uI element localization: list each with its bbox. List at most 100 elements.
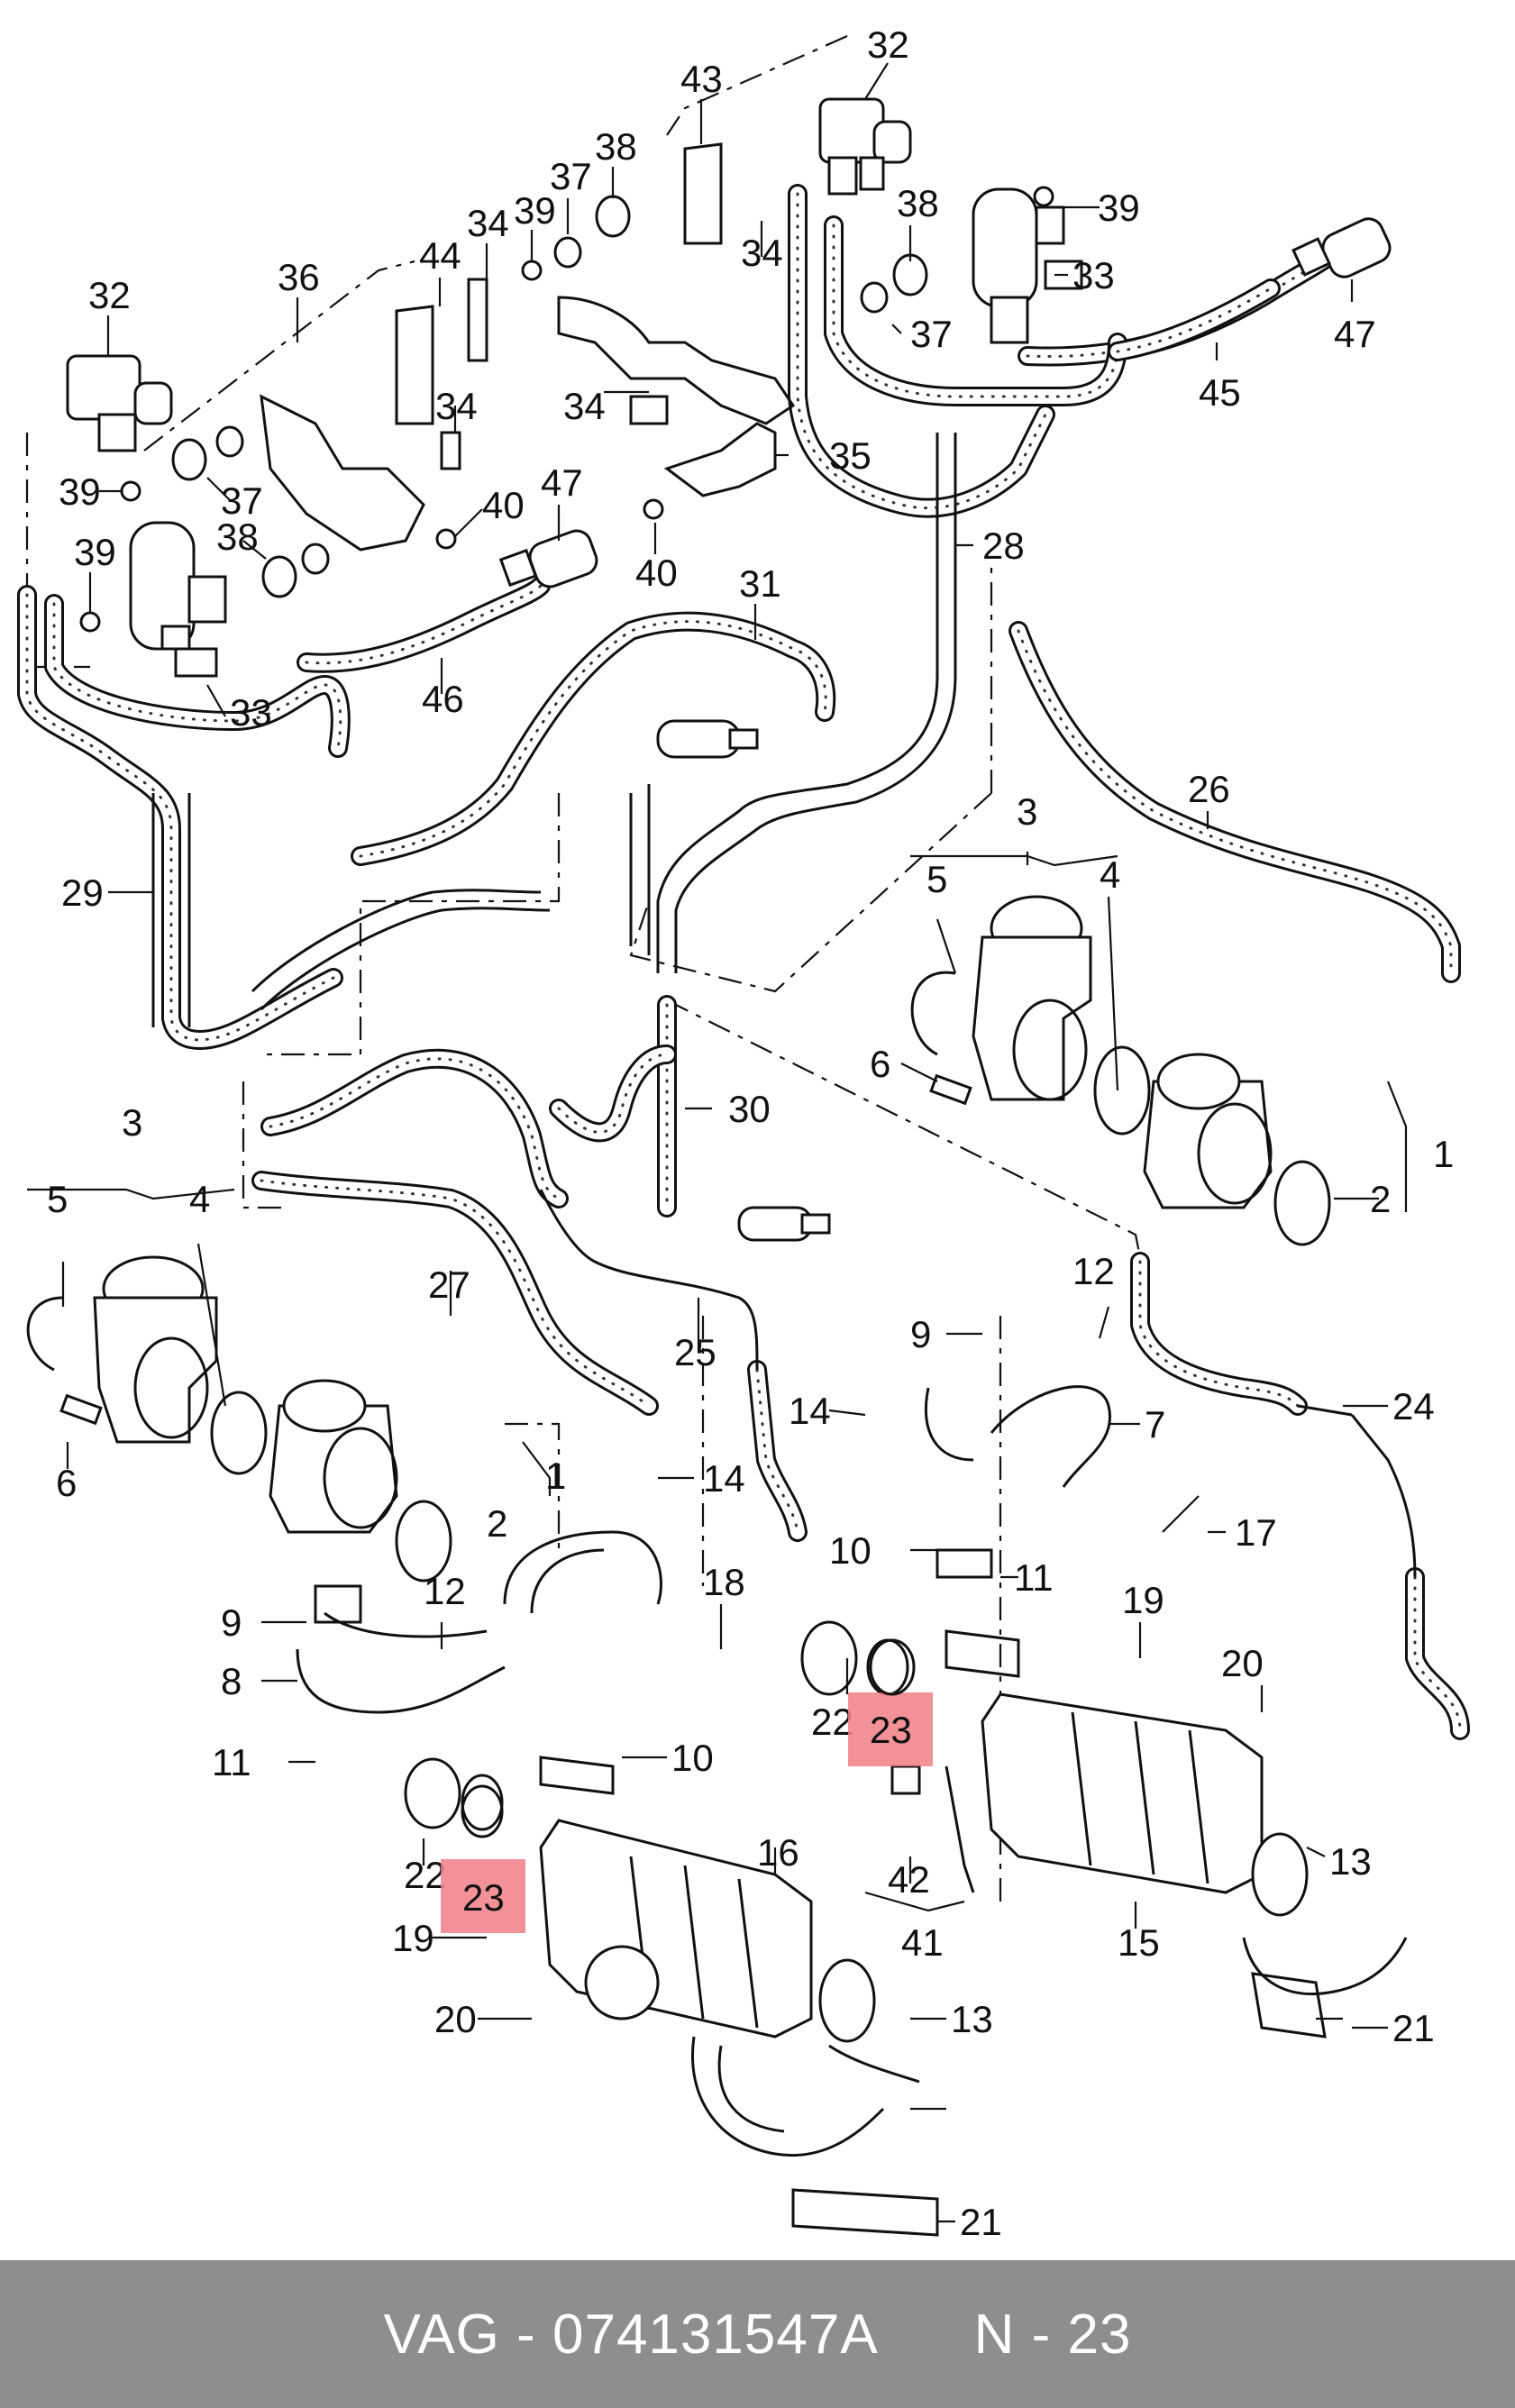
highlight-h2-label: 23 (462, 1876, 505, 1919)
callout-c49: 7 (1145, 1403, 1165, 1446)
callout-c13: 36 (278, 256, 320, 298)
highlight-h1-label: 23 (870, 1709, 912, 1751)
footer-position-prefix: N - (973, 2303, 1068, 2366)
callout-c68: 13 (1329, 1840, 1372, 1883)
footer-title: VAG - 074131547A N - 23 (384, 2303, 1132, 2367)
highlight-part-23-left: 23 (441, 1859, 525, 1933)
callout-c52: 1 (545, 1455, 566, 1497)
callout-labels: 32 43 38 37 39 34 38 39 33 47 34 44 36 3… (47, 23, 1454, 2243)
callout-c8: 39 (1098, 187, 1140, 229)
footer-part-number: 074131547A (552, 2303, 876, 2366)
callout-c22: 40 (482, 484, 525, 526)
callout-c58: 12 (424, 1570, 466, 1612)
callout-c20: 39 (59, 470, 101, 513)
callout-c54: 10 (829, 1529, 872, 1572)
callout-c24: 38 (216, 515, 259, 558)
callout-c71: 15 (1118, 1921, 1160, 1964)
callout-c42: 4 (189, 1178, 210, 1220)
callout-c31: 26 (1188, 768, 1230, 810)
footer-gap (875, 2303, 973, 2366)
callout-c41: 5 (47, 1178, 68, 1220)
callout-c28: 33 (230, 691, 272, 734)
callout-c27: 39 (74, 531, 116, 573)
callout-c45: 25 (674, 1331, 716, 1373)
callout-c2: 43 (680, 58, 723, 100)
leader-lines (27, 62, 1408, 2223)
callout-c62: 20 (1221, 1642, 1264, 1684)
callout-c50: 6 (56, 1462, 77, 1504)
sensor-47-top (1291, 217, 1392, 278)
callout-c55: 11 (1014, 1556, 1054, 1599)
callout-c36: 6 (870, 1043, 890, 1085)
callout-c21: 37 (221, 479, 263, 522)
group-frames (25, 34, 1146, 1911)
callout-c61: 8 (221, 1660, 242, 1702)
callout-c43: 27 (428, 1263, 470, 1306)
callout-c15: 37 (910, 313, 953, 355)
sensor-47-left (498, 529, 598, 588)
callout-c38: 1 (1433, 1133, 1454, 1175)
callout-c70: 19 (392, 1917, 434, 1959)
callout-c34: 4 (1100, 853, 1120, 896)
callout-c59: 18 (703, 1561, 745, 1603)
callout-c16: 45 (1199, 371, 1241, 414)
callout-c69: 42 (888, 1858, 930, 1901)
pipes (151, 433, 1417, 1578)
callout-c56: 17 (1235, 1511, 1277, 1554)
callout-c40: 3 (122, 1101, 142, 1144)
callout-c44: 12 (1072, 1250, 1115, 1292)
part-number-footer: VAG - 074131547A N - 23 (0, 2260, 1515, 2408)
callout-c6: 34 (467, 202, 509, 244)
callout-c75: 21 (1392, 2007, 1435, 2049)
callout-c14: 32 (88, 274, 131, 316)
valve-33-top (972, 187, 1083, 344)
hoses (17, 184, 1470, 1740)
callout-c26: 28 (982, 524, 1025, 567)
callout-c60: 19 (1122, 1579, 1164, 1621)
callout-c76: 21 (960, 2201, 1002, 2243)
callout-c63: 22 (811, 1701, 853, 1743)
callout-c67: 16 (757, 1831, 799, 1874)
callout-c19: 35 (829, 434, 872, 477)
callout-c17: 34 (563, 385, 606, 427)
callout-c11: 34 (741, 232, 783, 274)
callout-c47: 24 (1392, 1385, 1435, 1427)
callout-c3: 38 (595, 125, 637, 168)
valve-33-left (129, 521, 227, 678)
top-components (66, 97, 1392, 1242)
exploded-parts-diagram: 32 43 38 37 39 34 38 39 33 47 34 44 36 3… (17, 23, 1470, 2243)
callout-c32: 3 (1017, 790, 1037, 833)
callout-c30: 46 (422, 678, 464, 720)
solenoid-valve-32-left (66, 354, 173, 452)
callout-c10: 47 (1334, 313, 1376, 355)
callout-c4: 37 (550, 155, 592, 197)
footer-brand: VAG (383, 2303, 500, 2366)
callout-c35: 29 (61, 871, 104, 914)
callout-c25: 40 (635, 552, 678, 594)
callout-c7: 38 (897, 182, 939, 224)
callout-c64: 11 (212, 1741, 251, 1783)
callout-c9: 33 (1072, 254, 1115, 296)
egr-cooler-right (800, 1385, 1408, 2039)
callout-c12: 44 (419, 234, 461, 277)
callout-c23: 47 (541, 461, 583, 504)
callout-c29: 31 (739, 562, 781, 605)
callout-c5: 39 (514, 189, 556, 232)
highlight-part-23-right: 23 (848, 1692, 933, 1766)
callout-c51: 14 (703, 1457, 745, 1500)
callout-c53: 2 (487, 1502, 507, 1545)
callout-c33: 5 (926, 858, 947, 900)
footer-position-number: 23 (1067, 2303, 1132, 2366)
footer-separator: - (499, 2303, 552, 2366)
callout-c74: 13 (951, 1998, 993, 2040)
callout-c57: 9 (221, 1601, 242, 1644)
egr-valve-assembly-right (910, 895, 1331, 1246)
egr-valve-assembly-left (26, 1255, 452, 1583)
callout-c1: 32 (867, 23, 909, 66)
callout-c73: 20 (434, 1998, 477, 2040)
callout-c37: 30 (728, 1088, 771, 1130)
egr-cooler-left (296, 1530, 939, 2237)
callout-c72: 41 (901, 1921, 944, 1964)
callout-c48: 14 (789, 1390, 831, 1432)
